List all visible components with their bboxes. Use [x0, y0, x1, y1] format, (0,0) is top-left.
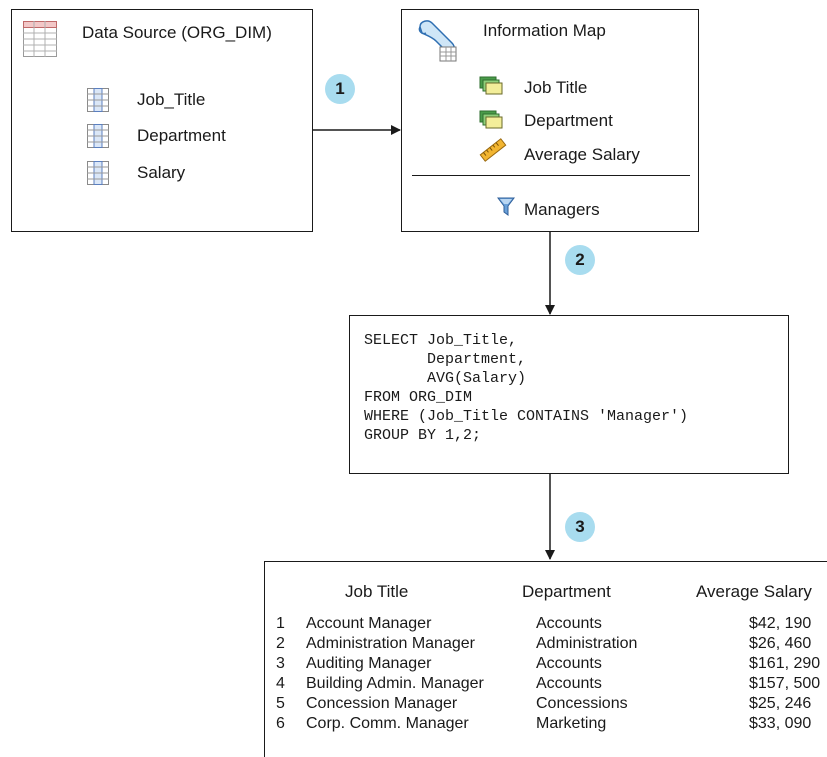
row-number: 4: [276, 675, 285, 692]
map-item-average-salary: Average Salary: [524, 145, 640, 164]
map-item-job-title: Job Title: [524, 78, 588, 97]
row-job-title: Account Manager: [306, 615, 432, 632]
category-icon: [479, 76, 503, 95]
map-item-department: Department: [524, 111, 613, 130]
row-department: Administration: [536, 635, 638, 652]
row-department: Concessions: [536, 695, 628, 712]
sql-line: FROM ORG_DIM: [364, 389, 473, 406]
data-source-title: Data Source (ORG_DIM): [82, 23, 272, 42]
row-job-title: Administration Manager: [306, 635, 475, 652]
row-job-title: Concession Manager: [306, 695, 458, 712]
information-map-title: Information Map: [483, 21, 606, 40]
data-source-box: Data Source (ORG_DIM) Job_Title Departme…: [11, 9, 313, 232]
row-department: Marketing: [536, 715, 607, 732]
table-row: 4 Building Admin. Manager Accounts $157, 50…: [276, 674, 824, 694]
results-header-department: Department: [522, 582, 611, 601]
row-number: 6: [276, 715, 285, 732]
results-header-job-title: Job Title: [345, 582, 409, 601]
row-average-salary: $42, 190: [749, 615, 812, 632]
sql-line: Department,: [364, 351, 527, 368]
filter-icon: [497, 197, 515, 216]
results-header-average-salary: Average Salary: [696, 582, 812, 601]
information-map-icon: [418, 20, 457, 62]
row-average-salary: $25, 246: [749, 695, 812, 712]
column-icon: [87, 161, 109, 185]
row-number: 3: [276, 655, 285, 672]
column-department: Department: [137, 126, 226, 145]
column-salary: Salary: [137, 163, 186, 182]
row-number: 5: [276, 695, 285, 712]
step-badge-3: 3: [565, 512, 595, 542]
row-number: 2: [276, 635, 285, 652]
step-badge-2: 2: [565, 245, 595, 275]
row-department: Accounts: [536, 655, 602, 672]
column-icon: [87, 124, 109, 148]
table-row: 3 Auditing Manager Accounts $161, 290: [276, 654, 824, 674]
sql-line: GROUP BY 1,2;: [364, 427, 482, 444]
sql-query-box: SELECT Job_Title, Department, AVG(Salary…: [349, 315, 789, 474]
sql-line: SELECT Job_Title,: [364, 332, 518, 349]
table-row: 5 Concession Manager Concessions $25, 246: [276, 694, 824, 714]
row-average-salary: $161, 290: [749, 655, 821, 672]
row-department: Accounts: [536, 675, 602, 692]
step-badge-1: 1: [325, 74, 355, 104]
column-icon: [87, 88, 109, 112]
row-average-salary: $33, 090: [749, 715, 812, 732]
row-number: 1: [276, 615, 285, 632]
row-average-salary: $157, 500: [749, 675, 821, 692]
measure-ruler-icon: [479, 138, 507, 162]
row-department: Accounts: [536, 615, 602, 632]
table-row: 1 Account Manager Accounts $42, 190: [276, 614, 824, 634]
row-job-title: Auditing Manager: [306, 655, 432, 672]
row-job-title: Corp. Comm. Manager: [306, 715, 469, 732]
sql-line: AVG(Salary): [364, 370, 527, 387]
table-row: 6 Corp. Comm. Manager Marketing $33, 090: [276, 714, 824, 734]
column-job-title: Job_Title: [137, 90, 206, 109]
divider: [412, 175, 690, 176]
table-row: 2 Administration Manager Administration $26…: [276, 634, 824, 654]
row-job-title: Building Admin. Manager: [306, 675, 484, 692]
information-map-box: Information Map Job Title Department Ave…: [401, 9, 699, 232]
row-average-salary: $26, 460: [749, 635, 812, 652]
category-icon: [479, 110, 503, 129]
sql-line: WHERE (Job_Title CONTAINS 'Manager'): [364, 408, 689, 425]
table-icon: [23, 21, 57, 57]
map-filter-managers: Managers: [524, 200, 600, 219]
